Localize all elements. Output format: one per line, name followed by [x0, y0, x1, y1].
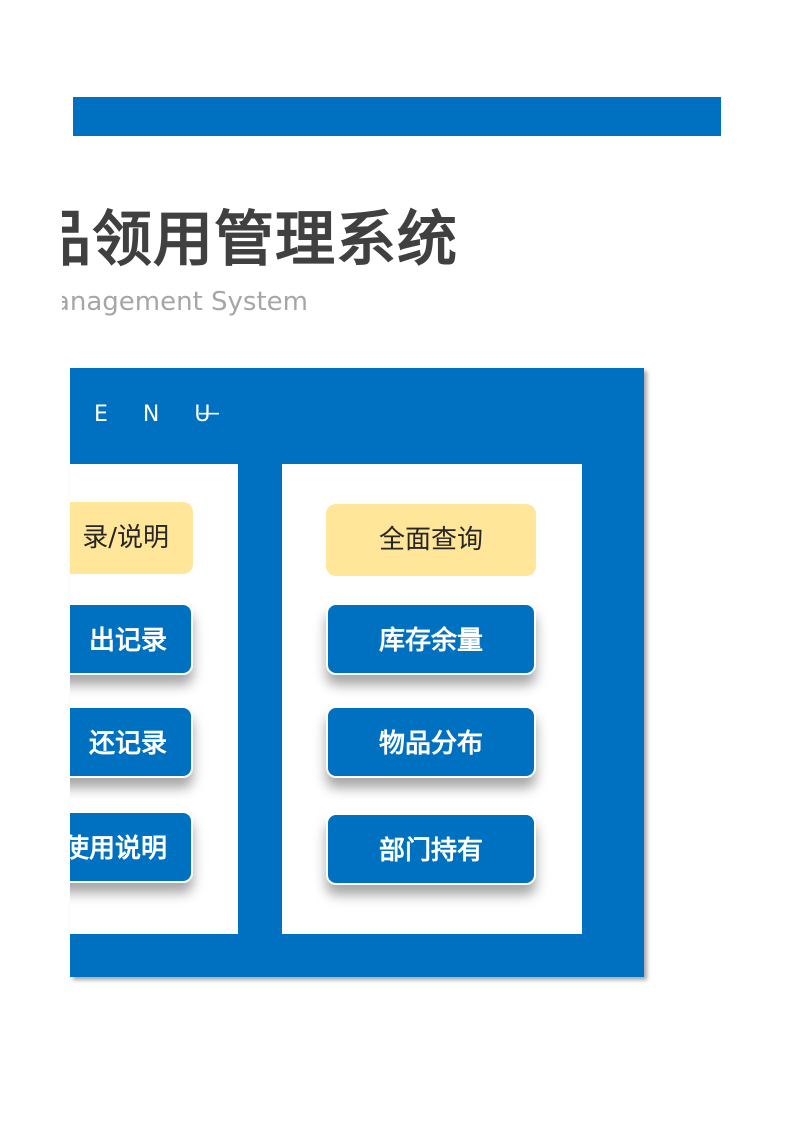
- menu-button-directory-instructions[interactable]: 录/说明: [70, 502, 193, 574]
- menu-card-left: 录/说明 出记录 还记录 使用说明: [70, 464, 238, 934]
- page-title: 品领用管理系统: [62, 205, 458, 275]
- menu-button-usage-instructions[interactable]: 使用说明: [70, 811, 193, 883]
- menu-card-right: 全面查询 库存余量 物品分布 部门持有: [282, 464, 582, 934]
- top-banner-bar: [73, 97, 721, 136]
- title-area: 品领用管理系统 anagement System: [62, 200, 482, 330]
- page-subtitle: anagement System: [62, 287, 308, 317]
- menu-button-checkout-records[interactable]: 出记录: [70, 603, 193, 675]
- menu-button-department-holdings[interactable]: 部门持有: [326, 813, 536, 885]
- menu-panel: M E N U — 录/说明 出记录 还记录 使用说明 全面查询 库存余量 物品…: [70, 368, 644, 977]
- menu-label: M E N U: [70, 402, 225, 427]
- menu-button-full-query[interactable]: 全面查询: [326, 504, 536, 576]
- menu-button-inventory-balance[interactable]: 库存余量: [326, 603, 536, 675]
- menu-button-item-distribution[interactable]: 物品分布: [326, 706, 536, 778]
- menu-dash: —: [198, 401, 220, 426]
- menu-button-return-records[interactable]: 还记录: [70, 706, 193, 778]
